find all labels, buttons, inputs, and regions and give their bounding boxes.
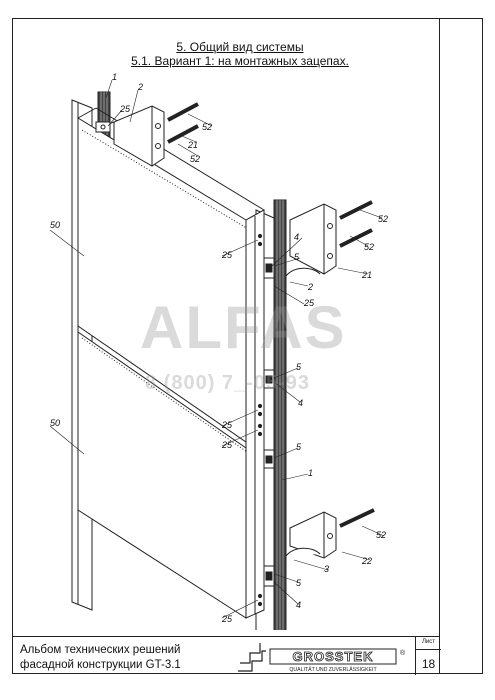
- leader-lines: [49, 79, 385, 619]
- callout-52-b: 52: [190, 154, 200, 164]
- callout-22: 22: [361, 556, 372, 566]
- callout-25-mid3: 25: [221, 420, 233, 430]
- album-title: Альбом технических решений фасадной конс…: [20, 643, 181, 673]
- callout-25-top: 25: [119, 104, 131, 114]
- album-title-line1: Альбом технических решений: [20, 644, 181, 656]
- callout-5-b: 5: [296, 362, 302, 372]
- callout-25-mid4: 25: [221, 440, 233, 450]
- callout-1-top: 1: [112, 72, 117, 82]
- callout-5-c: 5: [296, 442, 302, 452]
- callout-25-bottom: 25: [221, 614, 233, 624]
- callout-50-bottom: 50: [50, 418, 60, 428]
- sheet-label: Лист: [421, 639, 436, 645]
- title-block: Альбом технических решений фасадной конс…: [12, 636, 441, 675]
- callout-25-mid2: 25: [303, 298, 315, 308]
- callout-4-c: 4: [296, 600, 301, 610]
- callout-52-d: 52: [364, 242, 374, 252]
- callout-3: 3: [324, 564, 329, 574]
- callout-52-e: 52: [376, 530, 386, 540]
- callout-50-top: 50: [50, 220, 60, 230]
- section-title: 5. Общий вид системы: [176, 40, 304, 54]
- sheet-divider: [416, 649, 441, 650]
- bracket-bottom: [285, 508, 375, 559]
- callout-2-top: 2: [137, 82, 143, 92]
- grosstek-logo: GROSSTEK ® QUALITÄT UND ZUVERLÄSSIGKEIT: [238, 643, 406, 673]
- callout-21-a: 21: [187, 140, 198, 150]
- watermark-brand: ALFAS: [140, 294, 347, 361]
- callout-4-a: 4: [294, 232, 299, 242]
- callout-labels: 1 2 25 52 21 52 50 25 4 5 52 52 21 2 25 …: [50, 72, 388, 624]
- callout-25-mid1: 25: [221, 250, 233, 260]
- system-drawing: 1 2 25 52 21 52 50 25 4 5 52 52 21 2 25 …: [49, 72, 388, 630]
- watermark-phone: 8 (800) 7_-05-93: [145, 372, 310, 394]
- callout-2-mid: 2: [307, 282, 313, 292]
- mounting-hooks: [263, 257, 275, 587]
- callout-52-c: 52: [378, 214, 388, 224]
- svg-text:GROSSTEK: GROSSTEK: [293, 649, 374, 664]
- callout-5-d: 5: [296, 578, 302, 588]
- callout-21-b: 21: [361, 270, 372, 280]
- bracket-middle: [285, 200, 373, 277]
- callout-4-b: 4: [298, 398, 303, 408]
- callout-52-a: 52: [202, 122, 212, 132]
- fastener-screws: [257, 233, 263, 607]
- bracket-top: [95, 102, 199, 167]
- sheet-frame: [12, 18, 440, 674]
- svg-text:QUALITÄT UND ZUVERLÄSSIGKEIT: QUALITÄT UND ZUVERLÄSSIGKEIT: [289, 666, 377, 673]
- binding-strip: [440, 18, 483, 674]
- callout-5-a: 5: [294, 252, 300, 262]
- album-title-line2: фасадной конструкции GT-3.1: [20, 659, 181, 671]
- callout-1-mid: 1: [308, 468, 313, 478]
- section-subtitle: 5.1. Вариант 1: на монтажных зацепах.: [131, 54, 349, 68]
- svg-text:®: ®: [400, 649, 406, 657]
- sheet-number-cell: Лист 18: [415, 637, 441, 675]
- sheet-number: 18: [421, 657, 436, 671]
